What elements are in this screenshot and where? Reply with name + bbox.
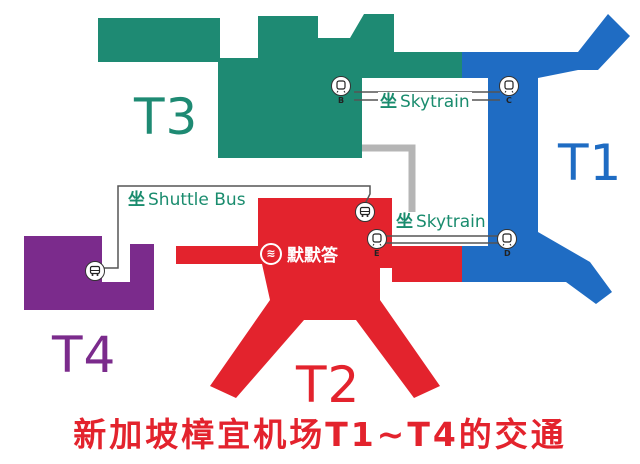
bus-stop-t4[interactable] [85, 261, 105, 281]
shuttle-bus-route [104, 185, 371, 269]
skytrain-connector-track [362, 144, 416, 228]
bus-icon [89, 265, 101, 276]
station-b-letter: B [338, 96, 345, 105]
station-c[interactable] [499, 76, 519, 96]
train-icon [502, 232, 512, 246]
terminal-t4-label: T4 [52, 326, 117, 384]
skytrain-lower-track [378, 235, 500, 244]
seat-icon: 坐 [396, 212, 413, 232]
station-e-letter: E [374, 249, 380, 258]
shuttle-bus-text: Shuttle Bus [148, 190, 246, 210]
logo-icon: ≋ [260, 242, 282, 265]
station-b[interactable] [331, 76, 351, 96]
terminal-t2-label: T2 [296, 356, 361, 414]
terminal-t3-area[interactable] [98, 14, 462, 158]
station-c-letter: C [506, 96, 512, 105]
seat-icon: 坐 [128, 190, 145, 210]
map-caption: 新加坡樟宜机场T1~T4的交通 [73, 415, 567, 454]
station-e[interactable] [367, 229, 387, 249]
seat-icon: 坐 [380, 92, 397, 112]
watermark-text: 默默答 [287, 246, 338, 266]
bus-stop-t2[interactable] [355, 202, 375, 222]
terminal-t3-label: T3 [134, 88, 199, 146]
station-d-letter: D [504, 249, 511, 258]
terminal-t1-label: T1 [558, 134, 623, 192]
train-icon [336, 79, 346, 93]
train-icon [372, 232, 382, 246]
bus-icon [359, 206, 371, 217]
train-icon [504, 79, 514, 93]
terminal-t2-area[interactable] [176, 198, 462, 398]
skytrain-upper-text: Skytrain [400, 92, 470, 112]
watermark-logo: ≋ 默默答 [260, 241, 338, 266]
station-d[interactable] [497, 229, 517, 249]
skytrain-lower-text: Skytrain [416, 212, 486, 232]
